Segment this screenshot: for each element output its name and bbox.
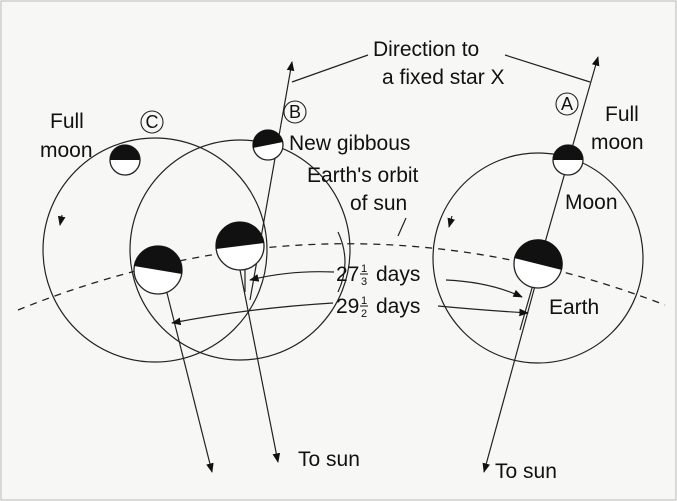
moon-position-c [109,144,141,176]
earth-position-b [215,221,265,271]
to-sun-line-a [482,274,539,473]
svg-text:29: 29 [336,295,359,318]
svg-text:3: 3 [361,276,367,288]
star-label-leader-left [291,54,369,83]
position-marker-b: B [283,100,307,124]
orbit-arrow-a [447,215,455,228]
to-sun-line-c [164,284,214,473]
earth-orbit-label-pointer [397,217,407,237]
earth-position-c [133,245,183,295]
moon-orbit-c [42,137,268,363]
star-direction-label-line1: Direction to [373,38,479,61]
synodic-period-label: 29 1 2 days [336,295,420,320]
moon-label: Moon [565,191,618,214]
to-sun-label-right: To sun [495,460,557,483]
interval-bracket [337,231,346,293]
position-marker-c: C [140,110,164,134]
full-moon-a-label-line1: Full [605,103,639,126]
full-moon-c-label-line1: Full [50,110,84,133]
moon-orbit-b [129,139,351,361]
svg-text:days: days [376,295,420,318]
to-sun-line-b [239,269,281,463]
svg-text:C: C [146,112,159,132]
position-marker-a: A [555,92,579,116]
moon-position-a [552,144,584,176]
svg-text:2: 2 [361,308,367,320]
moon-orbit-a [432,152,644,364]
svg-text:27: 27 [336,263,359,286]
svg-text:B: B [289,102,301,122]
svg-text:A: A [561,94,573,114]
earth-orbit-label-line2: of sun [350,192,407,215]
sidereal-period-label: 27 1 3 days [336,263,420,288]
sidereal-arrow-right [445,279,523,298]
earth-position-a [513,239,563,289]
svg-text:1: 1 [361,263,367,275]
moon-position-b [252,129,284,161]
star-label-leader-right [504,54,591,83]
svg-text:days: days [376,263,420,286]
earth-orbit-path [17,243,666,311]
earth-orbit-label-line1: Earth's orbit [307,164,419,187]
sidereal-arrow-left [249,271,335,282]
svg-text:1: 1 [361,295,367,307]
star-direction-label-line2: a fixed star X [382,66,505,89]
orbit-arrow-c [57,214,66,226]
synodic-arrow-right [437,305,529,317]
full-moon-a-label-line2: moon [591,131,644,154]
new-gibbous-label: New gibbous [289,132,410,155]
full-moon-c-label-line2: moon [40,139,93,162]
to-sun-label-left: To sun [298,448,360,471]
synodic-arrow-left [171,302,334,326]
earth-label: Earth [549,296,599,319]
